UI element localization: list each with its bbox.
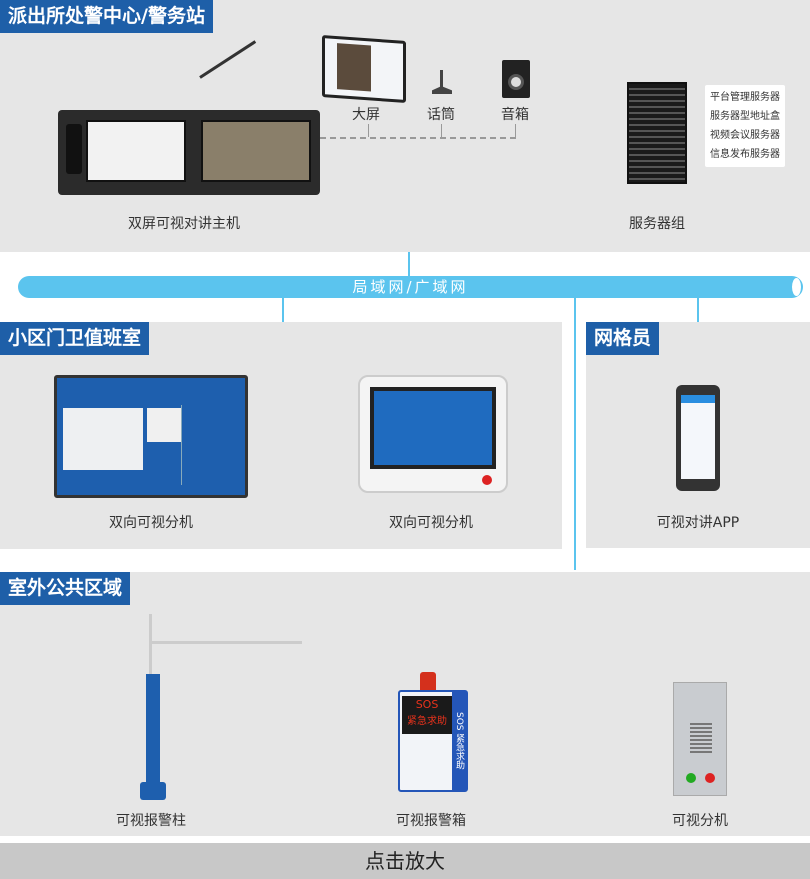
dashed-connector	[320, 137, 516, 139]
alarm-box-image: SOS 紧急求助 SOS 紧急求助	[398, 690, 468, 792]
guard-room-panel: 小区门卫值班室 双向可视分机 双向可视分机	[0, 322, 562, 549]
wall-intercom-image	[54, 375, 248, 498]
microphone-label: 话筒	[427, 107, 455, 123]
server-group-label: 服务器组	[629, 216, 685, 232]
phone-app-image	[676, 385, 720, 491]
server-item: 信息发布服务器	[710, 149, 780, 160]
network-bar: 局域网/广域网	[18, 276, 803, 298]
server-item: 服务器型地址盒	[710, 111, 780, 122]
alarm-light-icon	[420, 672, 436, 690]
alarm-pillar-image	[149, 614, 152, 674]
outdoor-intercom-image	[673, 682, 727, 796]
speaker-icon	[502, 60, 530, 98]
guard-device-2-label: 双向可视分机	[389, 515, 473, 531]
outdoor-panel: 室外公共区域 可视报警柱 SOS 紧急求助 SOS 紧急求助 可视报警箱 可视分…	[0, 572, 810, 836]
outdoor-device-1-label: 可视报警柱	[116, 813, 186, 829]
link-line	[697, 298, 699, 322]
outdoor-title: 室外公共区域	[0, 572, 131, 605]
guard-room-title: 小区门卫值班室	[0, 322, 150, 355]
big-screen-image	[322, 35, 406, 103]
sos-side-label: SOS 紧急求助	[452, 692, 466, 790]
microphone-icon	[432, 70, 452, 94]
sos-display-bottom: 紧急求助	[407, 716, 447, 727]
big-screen-label: 大屏	[352, 107, 380, 123]
speaker-label: 音箱	[501, 107, 529, 123]
zoom-button-label: 点击放大	[365, 849, 445, 873]
link-line	[408, 252, 410, 276]
guard-device-1-label: 双向可视分机	[109, 515, 193, 531]
station-title: 派出所处警中心/警务站	[0, 0, 213, 33]
outdoor-device-2-label: 可视报警箱	[396, 813, 466, 829]
grid-staff-panel: 网格员 可视对讲APP	[586, 322, 810, 548]
station-panel: 派出所处警中心/警务站 双屏可视对讲主机 大屏 话筒 音箱 平台管理服务器 服务…	[0, 0, 810, 252]
server-item: 平台管理服务器	[710, 92, 780, 103]
grid-device-label: 可视对讲APP	[656, 515, 740, 531]
tablet-intercom-image	[358, 375, 508, 493]
server-rack-image	[627, 82, 687, 184]
network-label: 局域网/广域网	[352, 278, 469, 296]
zoom-button[interactable]: 点击放大	[0, 843, 810, 879]
grid-staff-title: 网格员	[586, 322, 660, 355]
server-item: 视频会议服务器	[710, 130, 780, 141]
server-list: 平台管理服务器 服务器型地址盒 视频会议服务器 信息发布服务器	[705, 85, 785, 167]
link-line	[282, 298, 284, 322]
dual-screen-host-image	[58, 110, 320, 195]
gooseneck-mic-icon	[199, 40, 257, 79]
sos-display-top: SOS	[415, 698, 439, 711]
host-label: 双屏可视对讲主机	[128, 216, 240, 232]
outdoor-device-3-label: 可视分机	[672, 813, 728, 829]
link-line	[574, 298, 576, 570]
